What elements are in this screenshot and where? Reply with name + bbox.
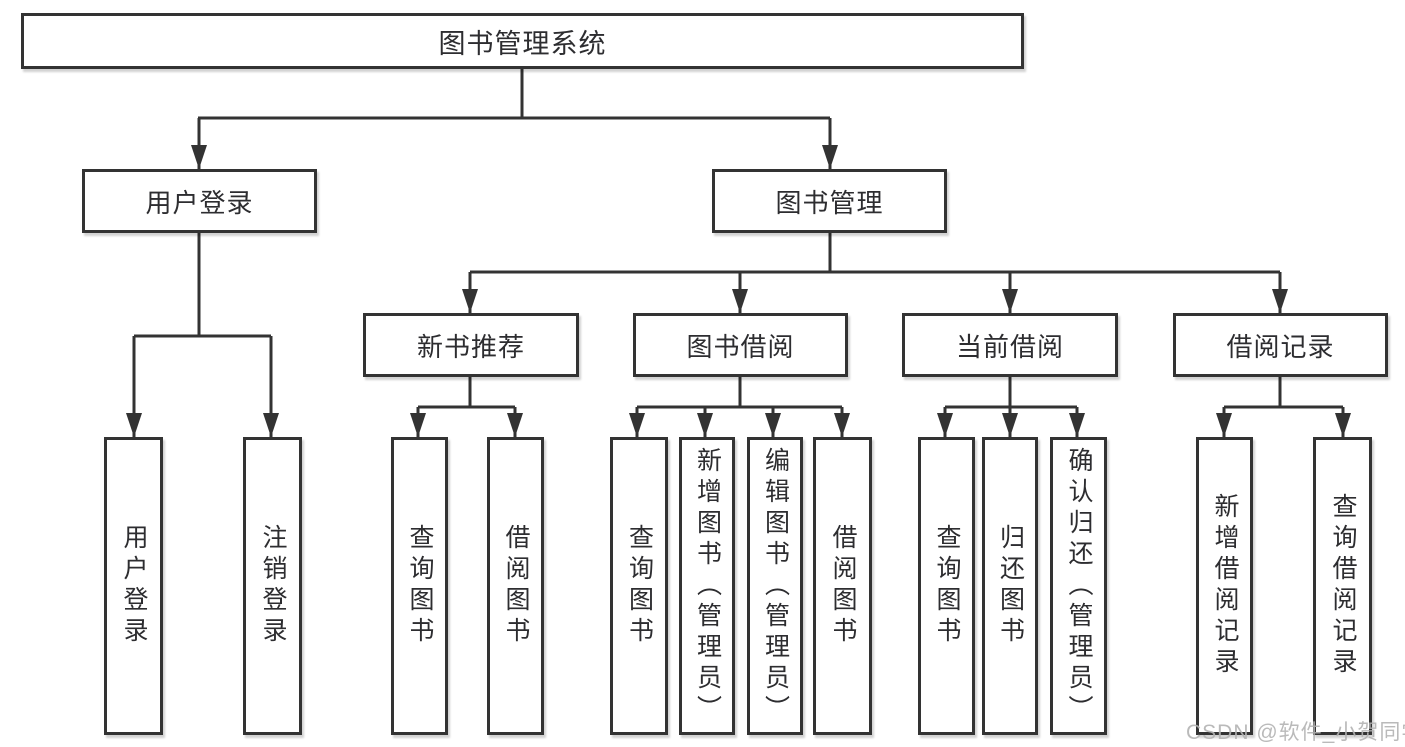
node-book-borrow-label: 图书借阅 — [686, 331, 795, 362]
leaf-query-book-2: 查询图书 — [610, 437, 668, 735]
node-book-mgmt-label: 图书管理 — [775, 187, 884, 218]
leaf-add-borrow-record: 新增借阅记录 — [1196, 437, 1253, 735]
leaf-user-login: 用户登录 — [104, 437, 163, 735]
node-current-borrow: 当前借阅 — [902, 313, 1118, 377]
watermark-text: CSDN @软件_小贺同学 — [1186, 721, 1405, 744]
node-new-book-recommend-label: 新书推荐 — [416, 331, 525, 362]
leaf-query-borrow-record: 查询借阅记录 — [1313, 437, 1372, 735]
leaf-borrow-book-1: 借阅图书 — [487, 437, 544, 735]
leaf-query-book-1: 查询图书 — [391, 437, 448, 735]
node-book-borrow: 图书借阅 — [633, 313, 848, 377]
leaf-confirm-return-admin: 确认归还（管理员） — [1050, 437, 1107, 735]
node-user-login: 用户登录 — [82, 169, 317, 233]
node-borrow-record-label: 借阅记录 — [1226, 331, 1335, 362]
node-current-borrow-label: 当前借阅 — [955, 331, 1064, 362]
leaf-add-book-admin: 新增图书（管理员） — [679, 437, 735, 735]
leaf-borrow-book-2: 借阅图书 — [813, 437, 872, 735]
node-root-label: 图书管理系统 — [438, 28, 607, 59]
leaf-query-book-3: 查询图书 — [918, 437, 975, 735]
leaf-return-book: 归还图书 — [982, 437, 1038, 735]
node-book-mgmt: 图书管理 — [712, 169, 947, 233]
leaf-logout: 注销登录 — [243, 437, 302, 735]
node-borrow-record: 借阅记录 — [1173, 313, 1388, 377]
leaf-edit-book-admin: 编辑图书（管理员） — [747, 437, 803, 735]
node-user-login-label: 用户登录 — [145, 187, 254, 218]
node-new-book-recommend: 新书推荐 — [363, 313, 579, 377]
node-root: 图书管理系统 — [21, 13, 1024, 69]
